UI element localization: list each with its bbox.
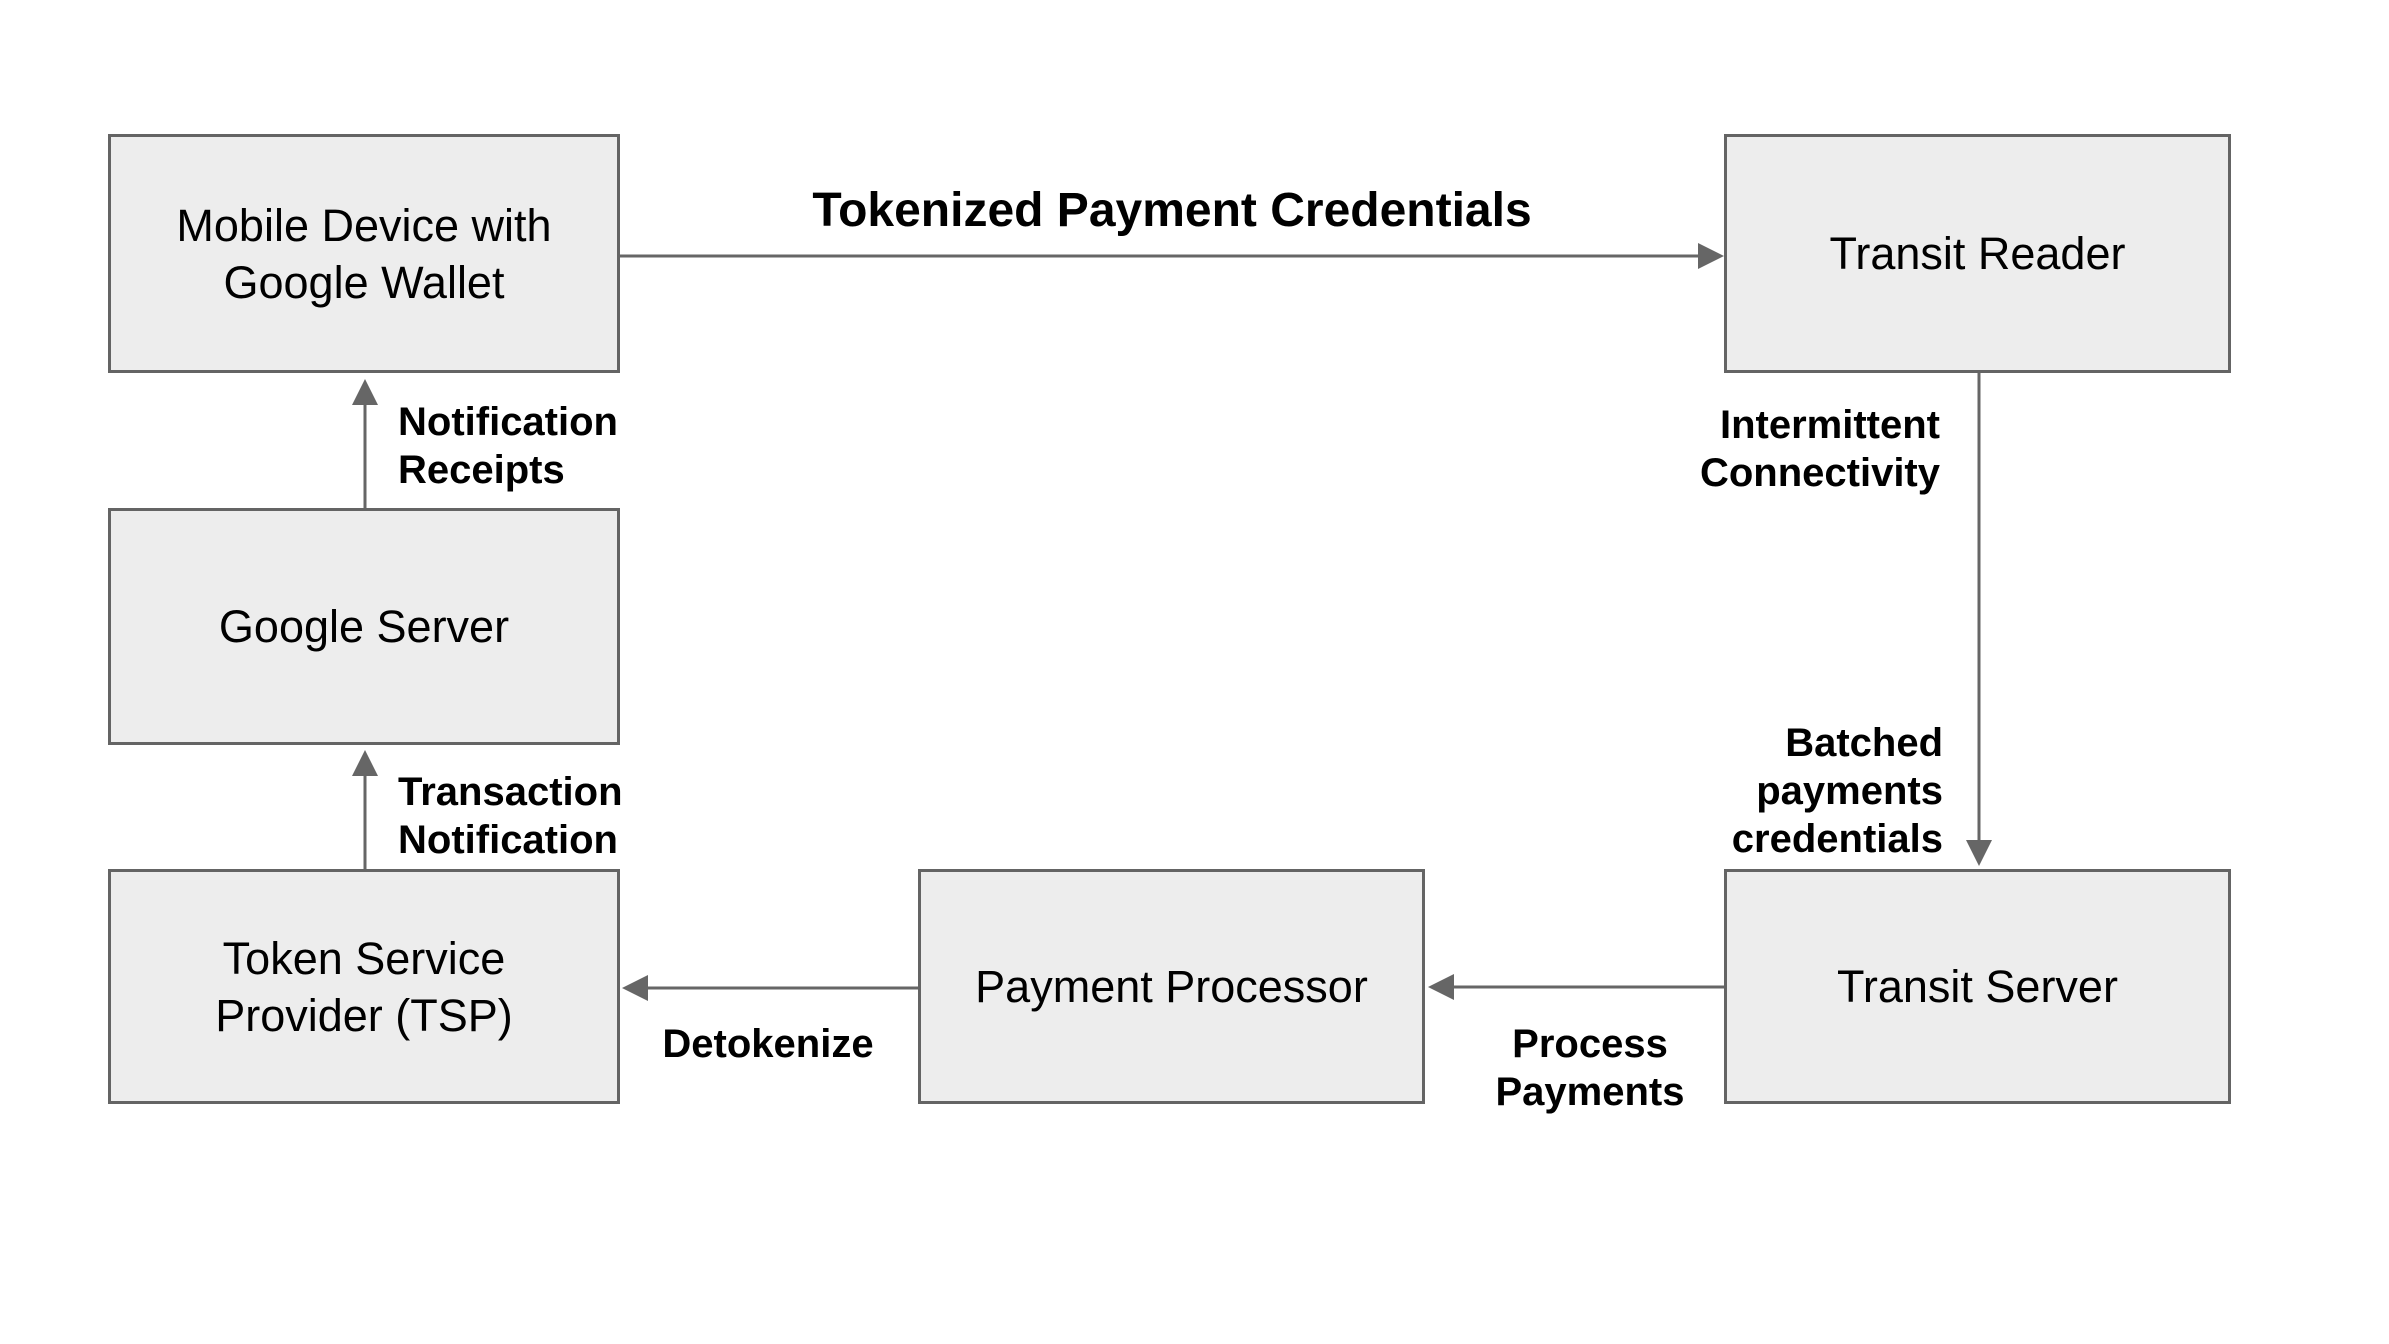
edge-label-detokenize: Detokenize <box>662 1022 874 1066</box>
node-payment-processor: Payment Processor <box>918 869 1425 1104</box>
node-google-server: Google Server <box>108 508 620 745</box>
node-token-service-provider: Token Service Provider (TSP) <box>108 869 620 1104</box>
edge-label-notification-receipts: Notification Receipts <box>398 400 618 492</box>
edge-label-intermittent-connectivity: Intermittent Connectivity <box>1699 403 1940 495</box>
arrow-notification-receipts <box>352 379 378 508</box>
node-transit-reader-label: Transit Reader <box>1829 228 2126 279</box>
edge-label-transaction-notification: Transaction Notification <box>398 770 623 862</box>
node-token-service-provider-label: Token Service Provider (TSP) <box>215 932 513 1041</box>
edge-label-process-payments: Process Payments <box>1495 1022 1685 1114</box>
edge-label-tokenized-payment-credentials: Tokenized Payment Credentials <box>812 184 1532 237</box>
arrow-transaction-notification <box>352 750 378 869</box>
arrow-process-payments <box>1428 974 1724 1000</box>
arrow-detokenize <box>622 975 918 1001</box>
node-payment-processor-label: Payment Processor <box>975 961 1368 1012</box>
node-mobile-device: Mobile Device with Google Wallet <box>108 134 620 373</box>
edge-label-batched-payments-credentials: Batched payments credentials <box>1731 721 1943 861</box>
arrow-tokenized-payment-credentials <box>620 243 1724 269</box>
node-transit-server-label: Transit Server <box>1837 961 2118 1012</box>
node-mobile-device-label: Mobile Device with Google Wallet <box>176 199 552 308</box>
node-transit-reader: Transit Reader <box>1724 134 2231 373</box>
node-google-server-label: Google Server <box>218 601 510 652</box>
arrow-batched-payments-credentials <box>1966 373 1992 866</box>
node-transit-server: Transit Server <box>1724 869 2231 1104</box>
